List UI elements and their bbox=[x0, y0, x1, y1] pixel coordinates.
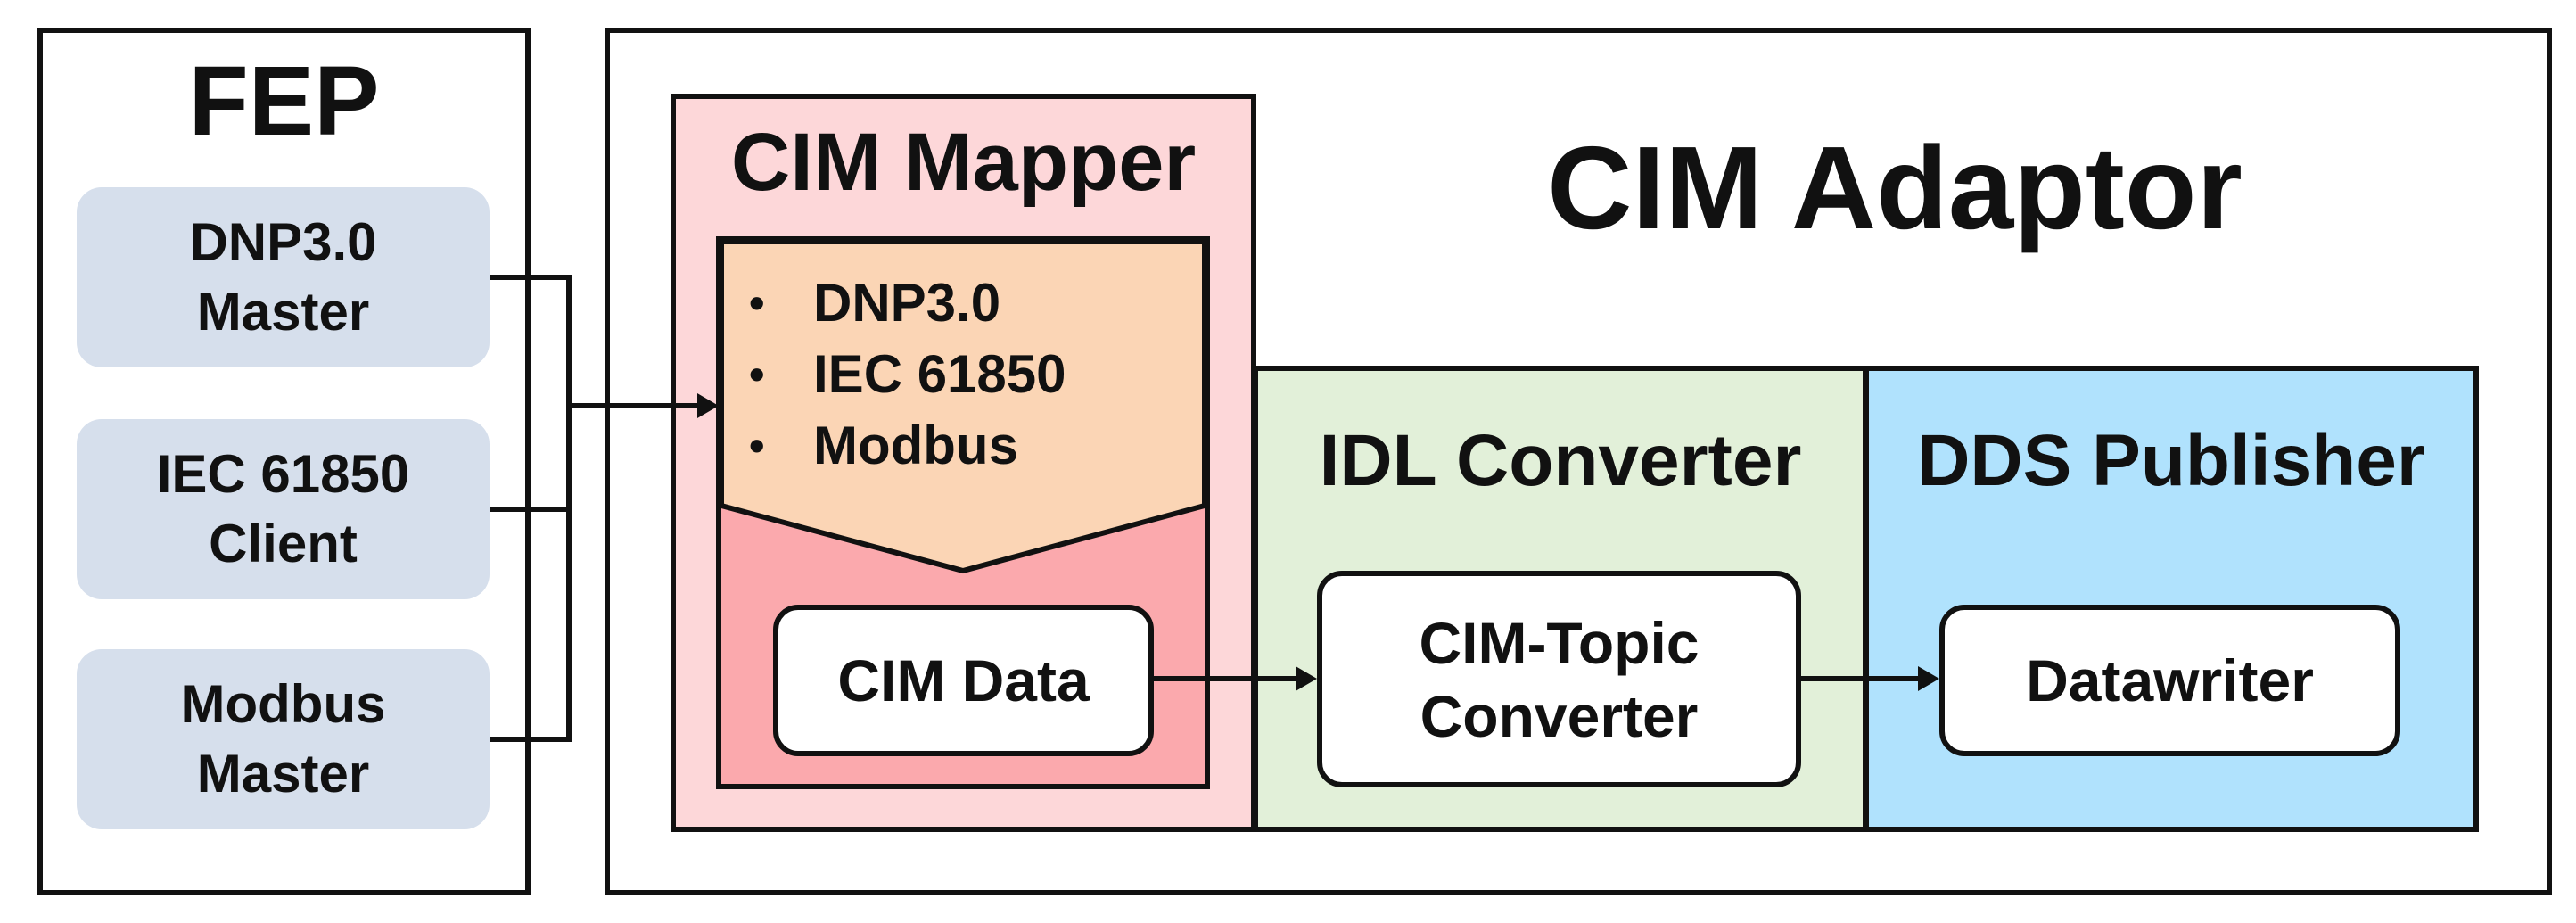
cim-data-label: CIM Data bbox=[837, 647, 1090, 713]
cim-topic-converter-node: CIM-Topic Converter bbox=[1317, 571, 1801, 787]
bullet-icon: • bbox=[749, 350, 765, 400]
protocol-list: • DNP3.0 • IEC 61850 • Modbus bbox=[749, 268, 1177, 482]
datawriter-label: Datawriter bbox=[2026, 647, 2314, 713]
fep-item-line1: IEC 61850 bbox=[156, 444, 410, 504]
protocol-item-dnp3: • DNP3.0 bbox=[749, 268, 1177, 339]
fep-iec61850-client: IEC 61850 Client bbox=[77, 419, 490, 599]
cim-adaptor-title: CIM Adaptor bbox=[1547, 122, 2243, 253]
datawriter-node: Datawriter bbox=[1939, 605, 2400, 756]
cim-mapper-title: CIM Mapper bbox=[730, 117, 1197, 208]
fep-item-line2: Master bbox=[196, 282, 370, 342]
protocol-label: DNP3.0 bbox=[813, 273, 1001, 333]
fep-item-line2: Master bbox=[196, 744, 370, 804]
fep-modbus-master: Modbus Master bbox=[77, 649, 490, 829]
converter-label-line1: CIM-Topic bbox=[1419, 609, 1700, 676]
dds-publisher-title: DDS Publisher bbox=[1917, 420, 2425, 501]
fep-item-line1: DNP3.0 bbox=[189, 212, 377, 272]
fep-title: FEP bbox=[188, 46, 380, 156]
fep-item-line2: Client bbox=[209, 514, 358, 573]
idl-converter-title: IDL Converter bbox=[1319, 420, 1802, 501]
protocol-item-modbus: • Modbus bbox=[749, 410, 1177, 482]
protocol-item-iec61850: • IEC 61850 bbox=[749, 339, 1177, 410]
protocol-label: IEC 61850 bbox=[813, 344, 1066, 404]
fep-dnp3-master: DNP3.0 Master bbox=[77, 187, 490, 367]
converter-label-line2: Converter bbox=[1420, 682, 1699, 749]
bullet-icon: • bbox=[749, 278, 765, 328]
cim-data-node: CIM Data bbox=[773, 605, 1154, 756]
fep-item-line1: Modbus bbox=[180, 674, 386, 734]
bullet-icon: • bbox=[749, 421, 765, 471]
protocol-label: Modbus bbox=[813, 416, 1018, 475]
